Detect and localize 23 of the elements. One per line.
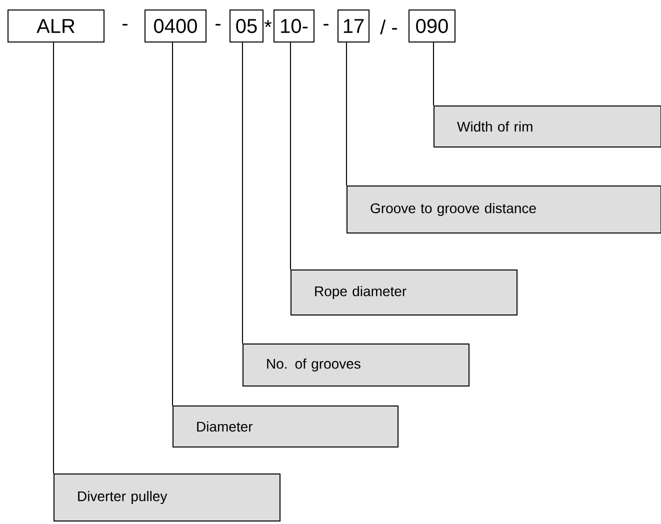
description-box: Width of rim bbox=[434, 106, 661, 148]
separator-symbol: * bbox=[264, 20, 272, 28]
description-box: Diameter bbox=[172, 405, 398, 448]
leader-line bbox=[242, 42, 243, 344]
separator-symbol: - bbox=[324, 24, 328, 26]
separator-symbol: - bbox=[122, 24, 128, 26]
leader-line bbox=[346, 42, 347, 186]
separator-symbol: - bbox=[216, 24, 220, 26]
code-box: 17 bbox=[338, 10, 370, 42]
code-box: 0400 bbox=[144, 10, 206, 42]
description-box: No. of grooves bbox=[242, 343, 470, 386]
leader-line bbox=[172, 42, 173, 406]
leader-line bbox=[290, 42, 291, 270]
code-box: 05 bbox=[230, 10, 264, 42]
leader-line bbox=[433, 42, 434, 106]
description-box: Diverter pulley bbox=[54, 473, 280, 522]
code-box: ALR bbox=[8, 10, 104, 42]
description-box: Groove to groove distance bbox=[346, 185, 661, 234]
code-box: 10- bbox=[274, 10, 314, 42]
separator-symbol: / - bbox=[380, 20, 397, 34]
code-box: 090 bbox=[408, 10, 456, 42]
description-box: Rope diameter bbox=[290, 269, 518, 316]
leader-line bbox=[53, 42, 54, 474]
